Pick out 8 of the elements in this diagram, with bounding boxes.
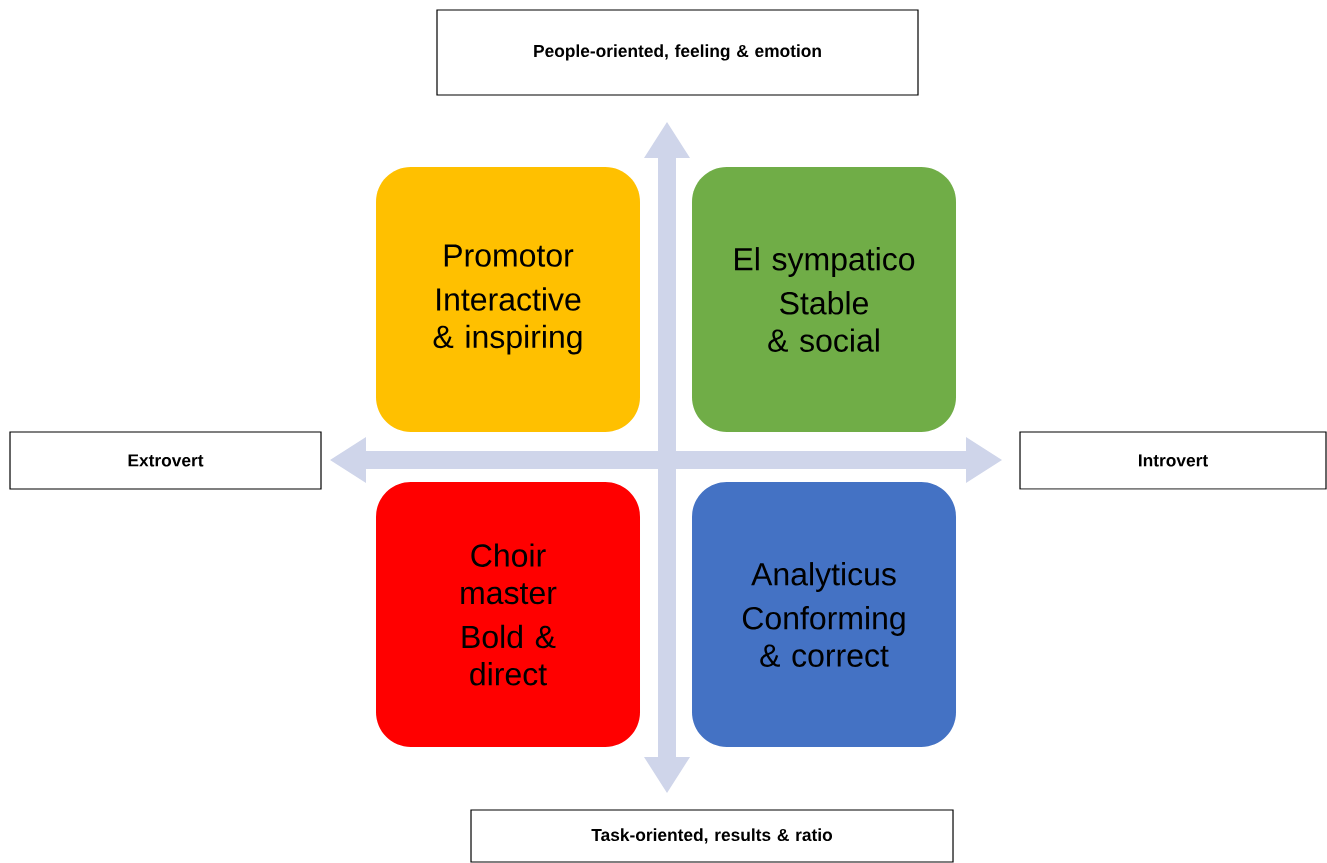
label-box: Introvert	[1019, 431, 1327, 490]
label-box: People-oriented, feeling & emotion	[436, 9, 919, 96]
label-box: Extrovert	[9, 431, 322, 490]
quadrant-box: Analyticus Conforming & correct	[692, 482, 956, 747]
quadrant-box: Choir master Bold & direct	[376, 482, 640, 747]
quadrant-box: Promotor Interactive & inspiring	[376, 167, 640, 432]
quadrant-box: El sympatico Stable & social	[692, 167, 956, 432]
label-box: Task-oriented, results & ratio	[470, 809, 954, 863]
